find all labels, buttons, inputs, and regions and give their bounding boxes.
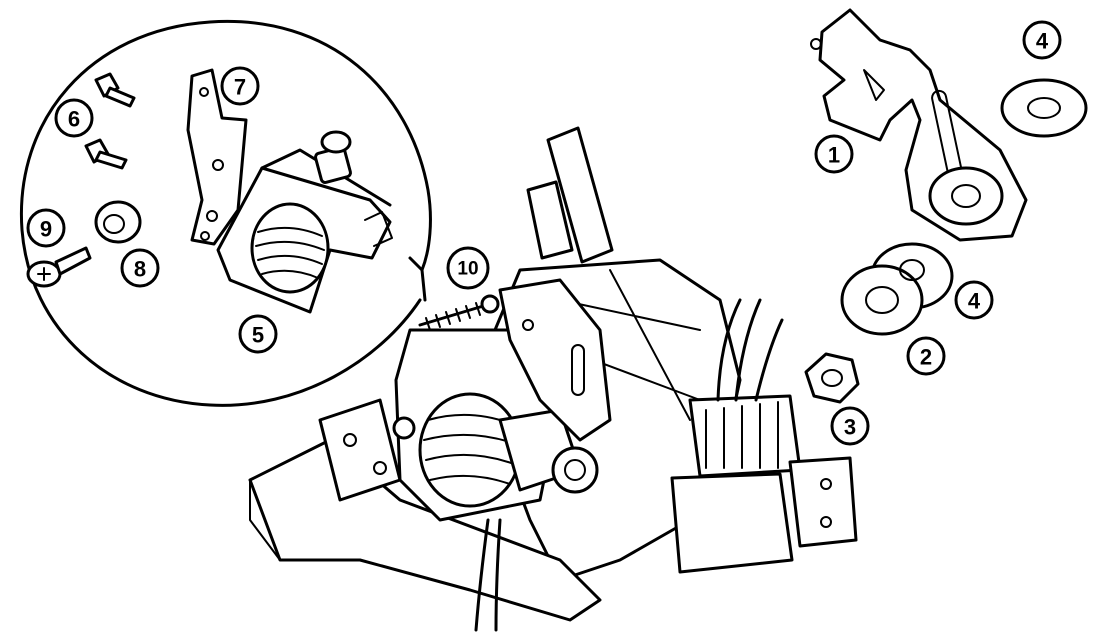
callout-5: 5	[238, 314, 278, 354]
bushing	[840, 242, 954, 336]
inset-screw-lower	[84, 138, 128, 170]
callout-9-label: 9	[40, 217, 52, 242]
inset-grommet	[94, 200, 142, 244]
callout-8-label: 8	[134, 257, 146, 282]
inset-pan-screw	[26, 246, 92, 288]
callout-2: 2	[906, 336, 946, 376]
callout-1-label: 1	[828, 143, 840, 168]
callout-7-label: 7	[234, 75, 246, 100]
washer-top	[1000, 78, 1088, 138]
callout-3-label: 3	[844, 415, 856, 440]
callout-4-top: 4	[1022, 20, 1062, 60]
callout-9: 9	[26, 208, 66, 248]
inset-solenoid	[216, 130, 393, 314]
callout-5-label: 5	[252, 323, 264, 348]
callout-3: 3	[830, 406, 870, 446]
exploded-parts	[804, 8, 1088, 404]
callout-6-label: 6	[68, 107, 80, 132]
detail-inset	[19, 19, 432, 407]
spring	[418, 294, 500, 331]
inset-screw-upper	[94, 72, 136, 108]
main-assembly	[248, 126, 858, 632]
callout-8: 8	[120, 248, 160, 288]
callout-6: 6	[54, 98, 94, 138]
callout-1: 1	[814, 134, 854, 174]
lever-part	[810, 8, 1028, 242]
callout-7: 7	[220, 66, 260, 106]
callout-10-label: 10	[457, 259, 478, 280]
callout-4-top-label: 4	[1036, 29, 1049, 54]
callout-10: 10	[446, 246, 490, 290]
inset-bracket	[186, 68, 248, 246]
callout-4-lower-label: 4	[968, 289, 981, 314]
connector-block	[670, 394, 858, 574]
callout-2-label: 2	[920, 345, 932, 370]
callout-4-lower: 4	[954, 280, 994, 320]
hex-nut	[804, 352, 860, 404]
assembly-solenoid	[394, 328, 599, 522]
